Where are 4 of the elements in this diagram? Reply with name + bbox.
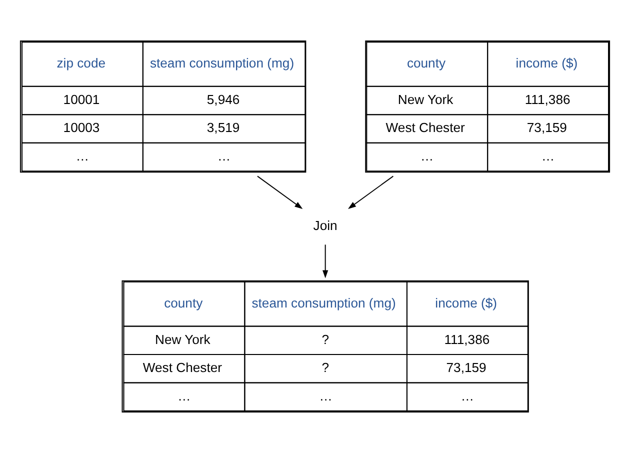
node-text: Join bbox=[313, 217, 338, 232]
arrow bbox=[322, 244, 328, 278]
arrow bbox=[257, 175, 303, 209]
arrow bbox=[348, 175, 394, 209]
